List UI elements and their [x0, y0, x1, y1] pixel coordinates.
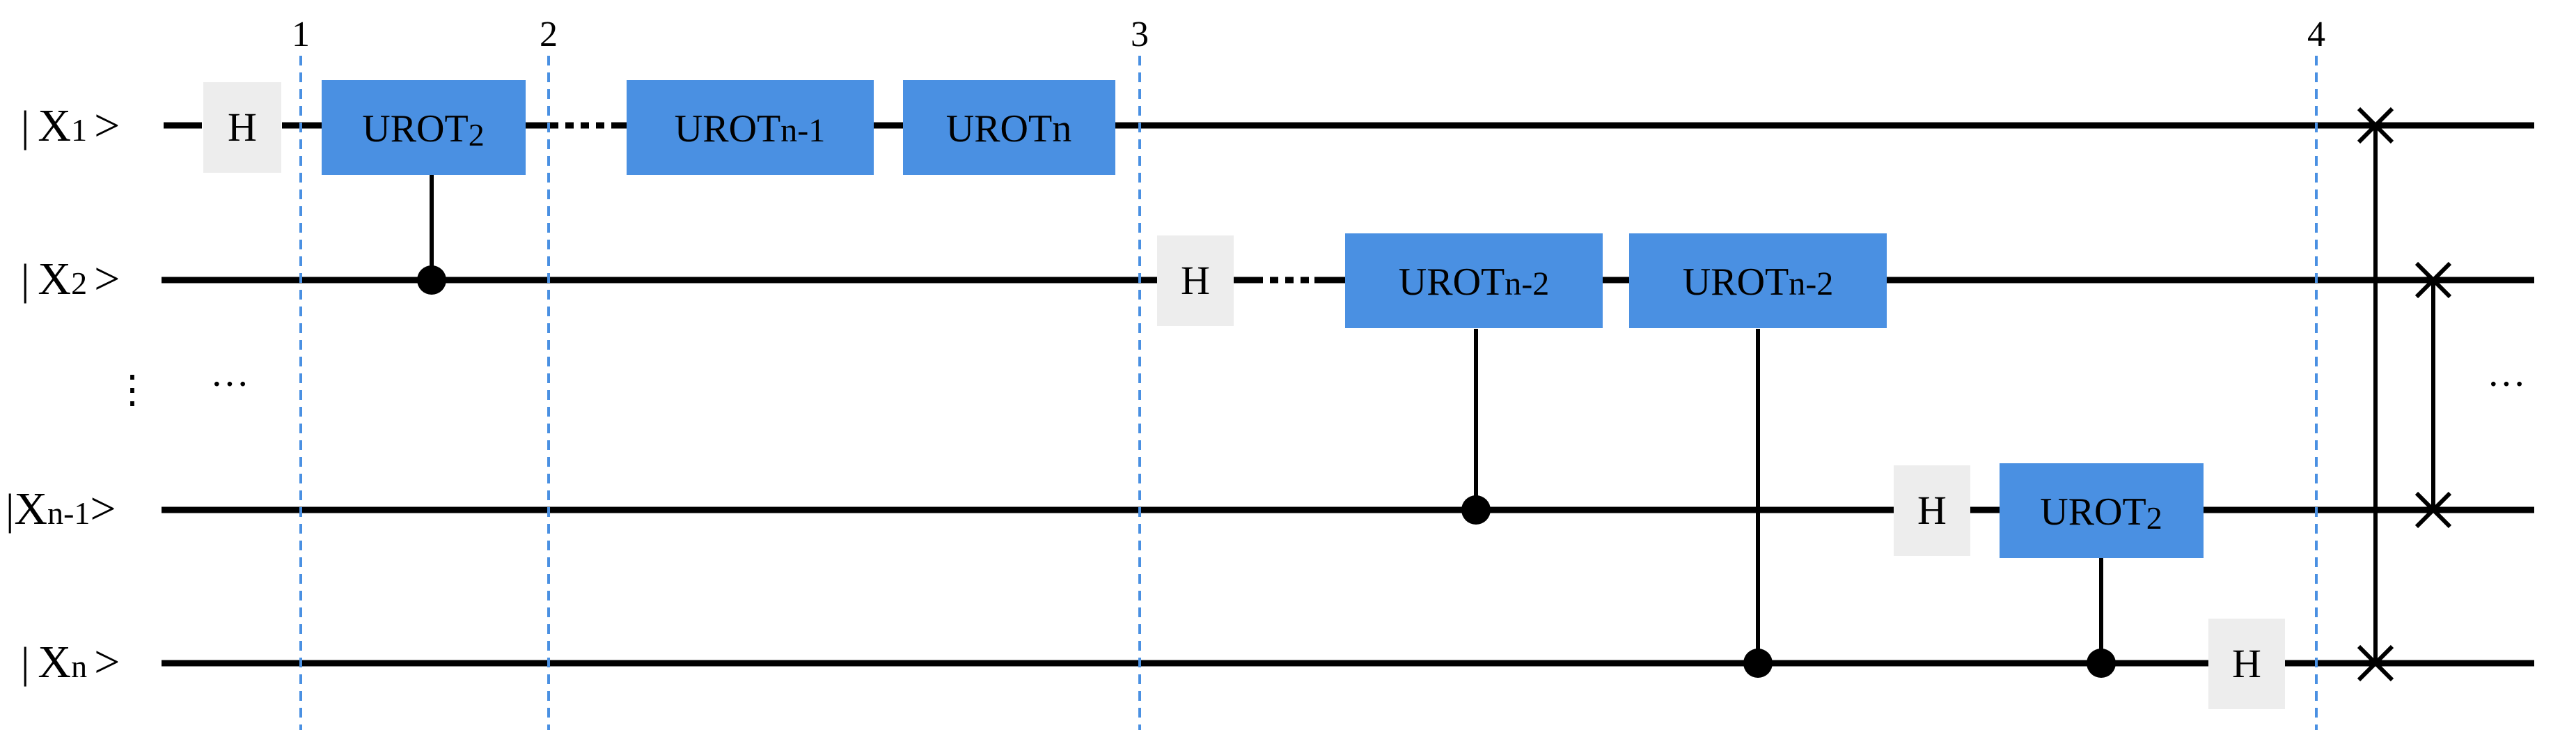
swap-x-q1-b	[2357, 107, 2394, 144]
urot-n-2-gate-b-q2: UROTn-2	[1629, 233, 1887, 328]
barrier-label-1: 1	[292, 15, 310, 54]
barrier-label-4: 4	[2307, 15, 2325, 54]
swap-gates	[2357, 107, 2452, 682]
qubit-label-x1: |X1>	[21, 100, 120, 151]
barrier-label-3: 3	[1131, 15, 1149, 54]
svg-text:UROT2: UROT2	[362, 107, 484, 153]
h-gate-q1: H	[203, 82, 281, 173]
swap-x-qn-1-b	[2414, 491, 2452, 529]
barriers	[299, 56, 2318, 730]
right-horizontal-ellipsis: ···	[2487, 363, 2526, 406]
svg-text:UROTn-2: UROTn-2	[1399, 261, 1549, 304]
controls	[417, 174, 2116, 678]
wires	[162, 122, 2534, 667]
urot2-gate-q1: UROT2	[322, 80, 526, 175]
swap-x-q2-b	[2414, 261, 2452, 299]
urot2-gate-qn-1: UROT2	[2000, 463, 2204, 558]
svg-text:H: H	[1181, 258, 1210, 303]
urot-n-2-gate-a-q2: UROTn-2	[1345, 233, 1603, 328]
svg-text:UROTn-1: UROTn-1	[675, 107, 825, 150]
qubit-label-x2: |X2>	[21, 254, 120, 304]
qubit-label-xn-1: |Xn-1>	[6, 483, 116, 534]
barrier-label-2: 2	[540, 15, 558, 54]
control-dot-qn-b	[2087, 649, 2116, 678]
qubit-label-xn: |Xn>	[21, 637, 120, 688]
svg-text:H: H	[228, 104, 257, 150]
control-dot-qn-a	[1743, 649, 1773, 678]
h-gate-qn-1: H	[1894, 465, 1970, 556]
vertical-ellipsis: ⋮	[113, 369, 152, 412]
svg-text:UROT2: UROT2	[2040, 490, 2162, 536]
svg-text:H: H	[2232, 641, 2261, 686]
urot-n-1-gate-q1: UROTn-1	[627, 80, 874, 175]
swap-x-qn-b	[2357, 644, 2394, 682]
control-dot-q2	[417, 265, 446, 295]
control-dot-qn-1	[1461, 495, 1491, 525]
urot-n-gate-q1: UROTn	[903, 80, 1115, 175]
h-gate-qn: H	[2208, 619, 2285, 709]
left-horizontal-ellipsis: ···	[210, 363, 249, 406]
svg-text:UROTn: UROTn	[946, 107, 1071, 150]
svg-text:UROTn-2: UROTn-2	[1683, 261, 1833, 304]
svg-text:H: H	[1917, 488, 1947, 533]
h-gate-q2: H	[1157, 235, 1234, 326]
